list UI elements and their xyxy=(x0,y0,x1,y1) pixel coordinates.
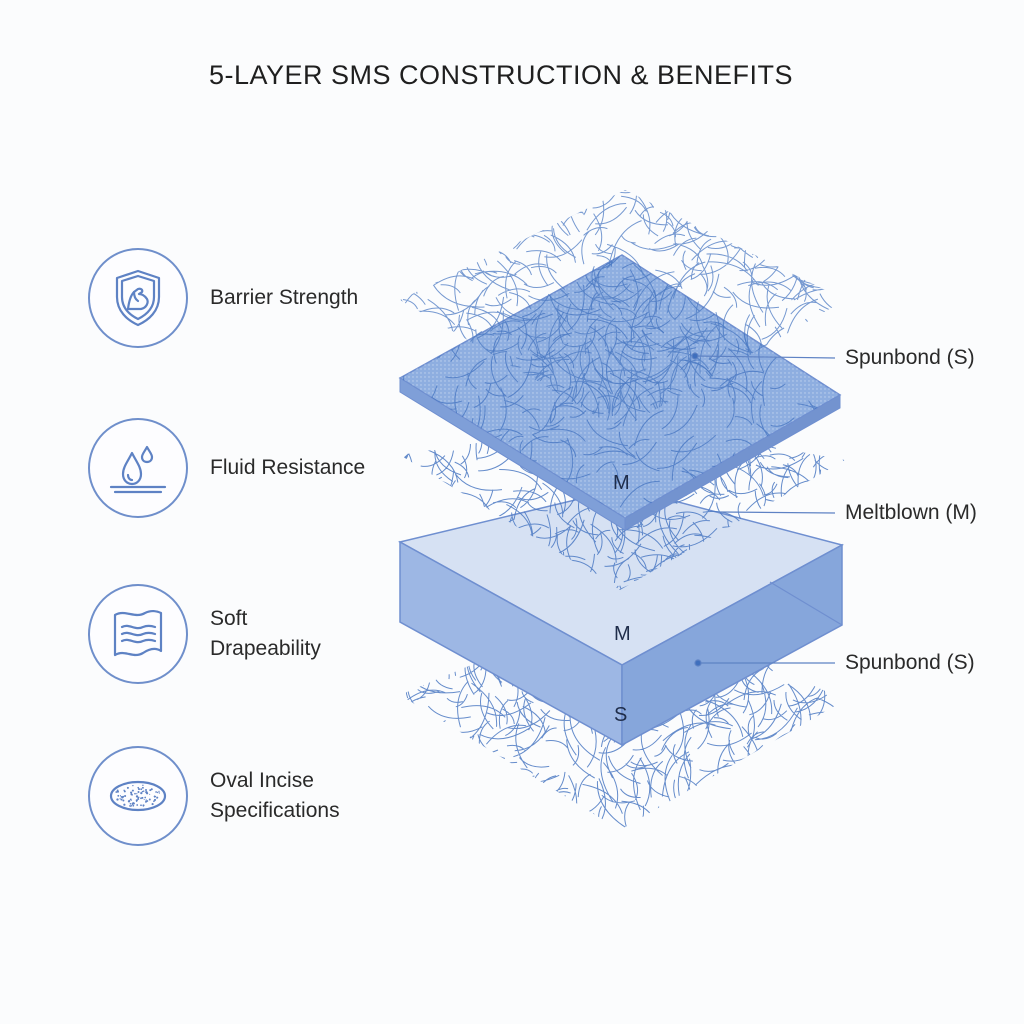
leader-line-top xyxy=(694,355,836,359)
speckle xyxy=(140,788,143,791)
speckle xyxy=(145,801,147,803)
benefit-barrier-strength: Barrier Strength xyxy=(88,246,358,350)
speckle xyxy=(116,790,119,793)
speckle xyxy=(130,805,133,807)
speckle xyxy=(126,786,129,789)
speckle xyxy=(119,795,122,797)
speckle xyxy=(142,784,144,787)
speckle xyxy=(132,784,134,787)
leader-dot-bottom xyxy=(694,659,702,667)
meltblown-block xyxy=(397,487,845,747)
diagram-title: 5-LAYER SMS CONSTRUCTION & BENEFITS xyxy=(208,60,794,90)
speckle xyxy=(130,791,133,794)
speckle xyxy=(130,799,132,801)
speckle xyxy=(155,791,157,793)
benefit-label-line: Barrier Strength xyxy=(210,286,359,309)
layer-label-meltblown: Meltblown (M) xyxy=(845,501,977,524)
benefit-label-line: Oval Incise xyxy=(210,769,314,792)
speckle xyxy=(141,786,144,789)
speckle xyxy=(123,789,125,792)
speckle xyxy=(134,792,136,795)
speckle xyxy=(122,799,125,802)
speckle xyxy=(117,794,120,797)
benefit-label: Barrier Strength xyxy=(210,283,358,313)
speckle xyxy=(127,800,131,803)
fabric-wave-icon xyxy=(88,584,188,684)
benefit-label-line: Specifications xyxy=(210,799,340,822)
benefit-label-line: Drapeability xyxy=(210,637,321,660)
speckle xyxy=(131,803,134,805)
speckle xyxy=(141,790,144,793)
oval-incise-icon xyxy=(88,746,188,846)
speckle xyxy=(130,793,133,796)
benefit-oval-incise: Oval Incise Specifications xyxy=(88,744,340,848)
shield-muscle-icon xyxy=(88,248,188,348)
leader-dot-top xyxy=(691,352,699,360)
speckle xyxy=(153,795,156,798)
layer-label-top-spunbond: Spunbond (S) xyxy=(845,346,975,369)
speckle xyxy=(137,798,140,800)
speckle xyxy=(141,796,144,799)
leader-line-middle xyxy=(719,511,836,514)
benefit-label: Fluid Resistance xyxy=(210,453,365,483)
speckle xyxy=(151,803,154,806)
speckle xyxy=(158,792,161,794)
speckle xyxy=(145,791,148,794)
speckle xyxy=(138,788,140,791)
water-drops-icon xyxy=(88,418,188,518)
benefit-fluid-resistance: Fluid Resistance xyxy=(88,416,365,520)
speckle xyxy=(124,794,127,798)
speckle xyxy=(120,796,123,798)
layer-letter-block-s: S xyxy=(614,704,628,726)
speckle xyxy=(122,795,125,798)
speckle xyxy=(138,796,140,798)
speckle xyxy=(149,789,152,792)
speckle xyxy=(135,799,138,802)
speckle xyxy=(136,804,139,806)
speckle xyxy=(140,792,143,795)
speckle xyxy=(129,805,131,807)
layer-letter-upper-m: M xyxy=(613,472,630,494)
speckle xyxy=(120,798,123,801)
speckle xyxy=(135,795,139,798)
speckle xyxy=(156,797,158,799)
speckle xyxy=(151,788,153,790)
speckle xyxy=(119,798,121,800)
benefit-label: Soft Drapeability xyxy=(210,604,321,664)
benefit-label-line: Soft xyxy=(210,607,248,630)
speckle xyxy=(142,805,144,807)
benefit-soft-drapeability: Soft Drapeability xyxy=(88,582,321,686)
speckle xyxy=(140,804,142,807)
layer-label-bottom-spunbond: Spunbond (S) xyxy=(845,651,975,674)
speckle xyxy=(123,803,126,806)
benefit-label: Oval Incise Specifications xyxy=(210,766,340,826)
speckle xyxy=(154,800,156,802)
top-spunbond-sheet xyxy=(398,254,842,531)
speckle xyxy=(148,798,151,801)
speckle xyxy=(116,798,119,801)
speckle xyxy=(142,790,145,792)
speckle xyxy=(143,798,145,801)
speckle xyxy=(129,802,132,805)
speckle xyxy=(157,791,159,794)
speckle xyxy=(137,790,140,794)
speckle xyxy=(149,793,151,795)
speckle xyxy=(144,788,148,792)
speckle xyxy=(144,796,147,799)
layer-letter-block-m: M xyxy=(614,623,631,645)
leader-lines xyxy=(691,352,836,667)
speckle xyxy=(129,798,132,801)
speckle xyxy=(132,804,135,807)
speckle xyxy=(137,786,139,789)
benefit-label-line: Fluid Resistance xyxy=(210,456,366,479)
speckle xyxy=(145,799,147,801)
speckle xyxy=(153,800,155,803)
speckle xyxy=(136,793,138,795)
speckle xyxy=(158,790,160,793)
speckle xyxy=(131,789,134,792)
speckle xyxy=(115,791,118,793)
